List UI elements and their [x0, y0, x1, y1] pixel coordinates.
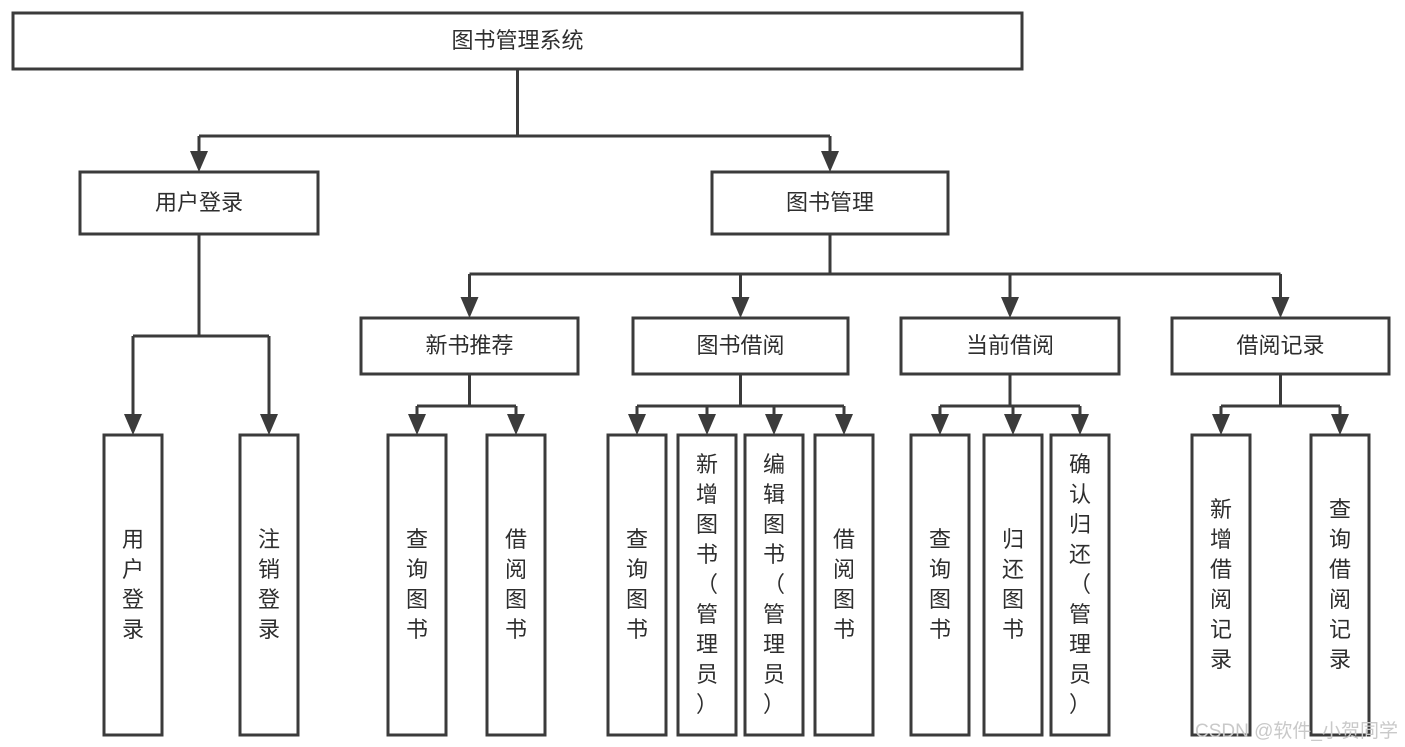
- arrow-head-leaf-add-book-admin: [698, 414, 716, 435]
- node-leaf-query-book-current[interactable]: 查询图书: [909, 433, 971, 737]
- node-box-borrow-record[interactable]: [1170, 316, 1391, 376]
- node-label-new-book-recommend: 新书推荐: [425, 333, 513, 358]
- node-box-book-management[interactable]: [710, 170, 950, 236]
- arrow-head-leaf-return-book: [1004, 414, 1022, 435]
- node-label-leaf-query-borrow-record: 查询借阅记录: [1329, 497, 1351, 672]
- node-leaf-add-book-admin[interactable]: 新增图书（管理员）: [676, 433, 738, 737]
- node-leaf-query-borrow-record[interactable]: 查询借阅记录: [1309, 433, 1371, 737]
- node-borrow-record[interactable]: 借阅记录: [1170, 316, 1391, 376]
- arrow-head-leaf-logout-login: [260, 414, 278, 435]
- node-leaf-query-book-borrow[interactable]: 查询图书: [606, 433, 668, 737]
- arrow-head-leaf-query-book-recommend: [408, 414, 426, 435]
- arrow-head-new-book-recommend: [460, 297, 479, 318]
- node-box-leaf-return-book[interactable]: [982, 433, 1044, 737]
- node-leaf-return-book[interactable]: 归还图书: [982, 433, 1044, 737]
- arrow-head-leaf-confirm-return-admin: [1071, 414, 1089, 435]
- node-label-leaf-user-login: 用户登录: [122, 527, 144, 642]
- node-root[interactable]: 图书管理系统: [11, 11, 1024, 71]
- node-leaf-borrow-book[interactable]: 借阅图书: [813, 433, 875, 737]
- node-box-new-book-recommend[interactable]: [359, 316, 580, 376]
- node-label-leaf-edit-book-admin: 编辑图书（管理员）: [763, 452, 785, 717]
- node-box-leaf-user-login[interactable]: [102, 433, 164, 737]
- node-label-leaf-query-book-recommend: 查询图书: [406, 527, 428, 642]
- node-user-login[interactable]: 用户登录: [78, 170, 320, 236]
- node-label-leaf-logout-login: 注销登录: [258, 527, 280, 642]
- node-label-leaf-return-book: 归还图书: [1002, 527, 1024, 642]
- node-current-borrow[interactable]: 当前借阅: [899, 316, 1121, 376]
- node-box-leaf-add-borrow-record[interactable]: [1190, 433, 1252, 737]
- node-label-current-borrow: 当前借阅: [966, 333, 1054, 358]
- node-leaf-edit-book-admin[interactable]: 编辑图书（管理员）: [743, 433, 805, 737]
- node-box-current-borrow[interactable]: [899, 316, 1121, 376]
- node-box-leaf-logout-login[interactable]: [238, 433, 300, 737]
- node-box-leaf-confirm-return-admin[interactable]: [1049, 433, 1111, 737]
- arrow-head-leaf-user-login: [124, 414, 142, 435]
- connector-layer: [124, 69, 1349, 435]
- node-label-leaf-borrow-book: 借阅图书: [833, 527, 855, 642]
- node-label-book-management: 图书管理: [786, 190, 874, 215]
- node-label-leaf-query-book-current: 查询图书: [929, 527, 951, 642]
- node-box-root[interactable]: [11, 11, 1024, 71]
- node-leaf-logout-login[interactable]: 注销登录: [238, 433, 300, 737]
- node-box-leaf-query-book-current[interactable]: [909, 433, 971, 737]
- node-box-leaf-query-borrow-record[interactable]: [1309, 433, 1371, 737]
- node-new-book-recommend[interactable]: 新书推荐: [359, 316, 580, 376]
- arrow-head-leaf-borrow-book-recommend: [507, 414, 525, 435]
- node-book-borrow[interactable]: 图书借阅: [631, 316, 850, 376]
- arrow-head-user-login: [190, 151, 208, 172]
- node-box-user-login[interactable]: [78, 170, 320, 236]
- node-book-management[interactable]: 图书管理: [710, 170, 950, 236]
- node-box-book-borrow[interactable]: [631, 316, 850, 376]
- node-leaf-add-borrow-record[interactable]: 新增借阅记录: [1190, 433, 1252, 737]
- arrow-head-leaf-add-borrow-record: [1212, 414, 1230, 435]
- node-label-root: 图书管理系统: [451, 28, 583, 53]
- node-box-leaf-borrow-book-recommend[interactable]: [485, 433, 547, 737]
- node-leaf-query-book-recommend[interactable]: 查询图书: [386, 433, 448, 737]
- node-box-leaf-add-book-admin[interactable]: [676, 433, 738, 737]
- node-box-leaf-query-book-borrow[interactable]: [606, 433, 668, 737]
- arrow-head-leaf-edit-book-admin: [765, 414, 783, 435]
- node-label-leaf-add-borrow-record: 新增借阅记录: [1210, 497, 1232, 672]
- node-label-user-login: 用户登录: [155, 190, 243, 215]
- csdn-watermark: CSDN @软件_小贺同学: [1195, 720, 1398, 742]
- arrow-head-leaf-borrow-book: [835, 414, 853, 435]
- arrow-head-current-borrow: [1001, 297, 1019, 318]
- node-box-leaf-query-book-recommend[interactable]: [386, 433, 448, 737]
- node-box-leaf-borrow-book[interactable]: [813, 433, 875, 737]
- arrow-head-book-management: [821, 151, 839, 172]
- node-label-book-borrow: 图书借阅: [696, 333, 784, 358]
- node-label-leaf-confirm-return-admin: 确认归还（管理员）: [1069, 452, 1091, 717]
- node-label-leaf-query-book-borrow: 查询图书: [626, 527, 648, 642]
- node-label-leaf-borrow-book-recommend: 借阅图书: [505, 527, 527, 642]
- node-leaf-borrow-book-recommend[interactable]: 借阅图书: [485, 433, 547, 737]
- node-leaf-confirm-return-admin[interactable]: 确认归还（管理员）: [1049, 433, 1111, 737]
- node-label-leaf-add-book-admin: 新增图书（管理员）: [696, 452, 718, 717]
- node-label-borrow-record: 借阅记录: [1236, 333, 1324, 358]
- node-box-leaf-edit-book-admin[interactable]: [743, 433, 805, 737]
- arrow-head-leaf-query-borrow-record: [1331, 414, 1349, 435]
- arrow-head-leaf-query-book-borrow: [628, 414, 646, 435]
- node-layer: 图书管理系统用户登录图书管理新书推荐图书借阅当前借阅借阅记录用户登录注销登录查询…: [11, 11, 1391, 737]
- arrow-head-book-borrow: [731, 297, 750, 318]
- arrow-head-leaf-query-book-current: [931, 414, 949, 435]
- node-leaf-user-login[interactable]: 用户登录: [102, 433, 164, 737]
- arrow-head-borrow-record: [1271, 297, 1290, 318]
